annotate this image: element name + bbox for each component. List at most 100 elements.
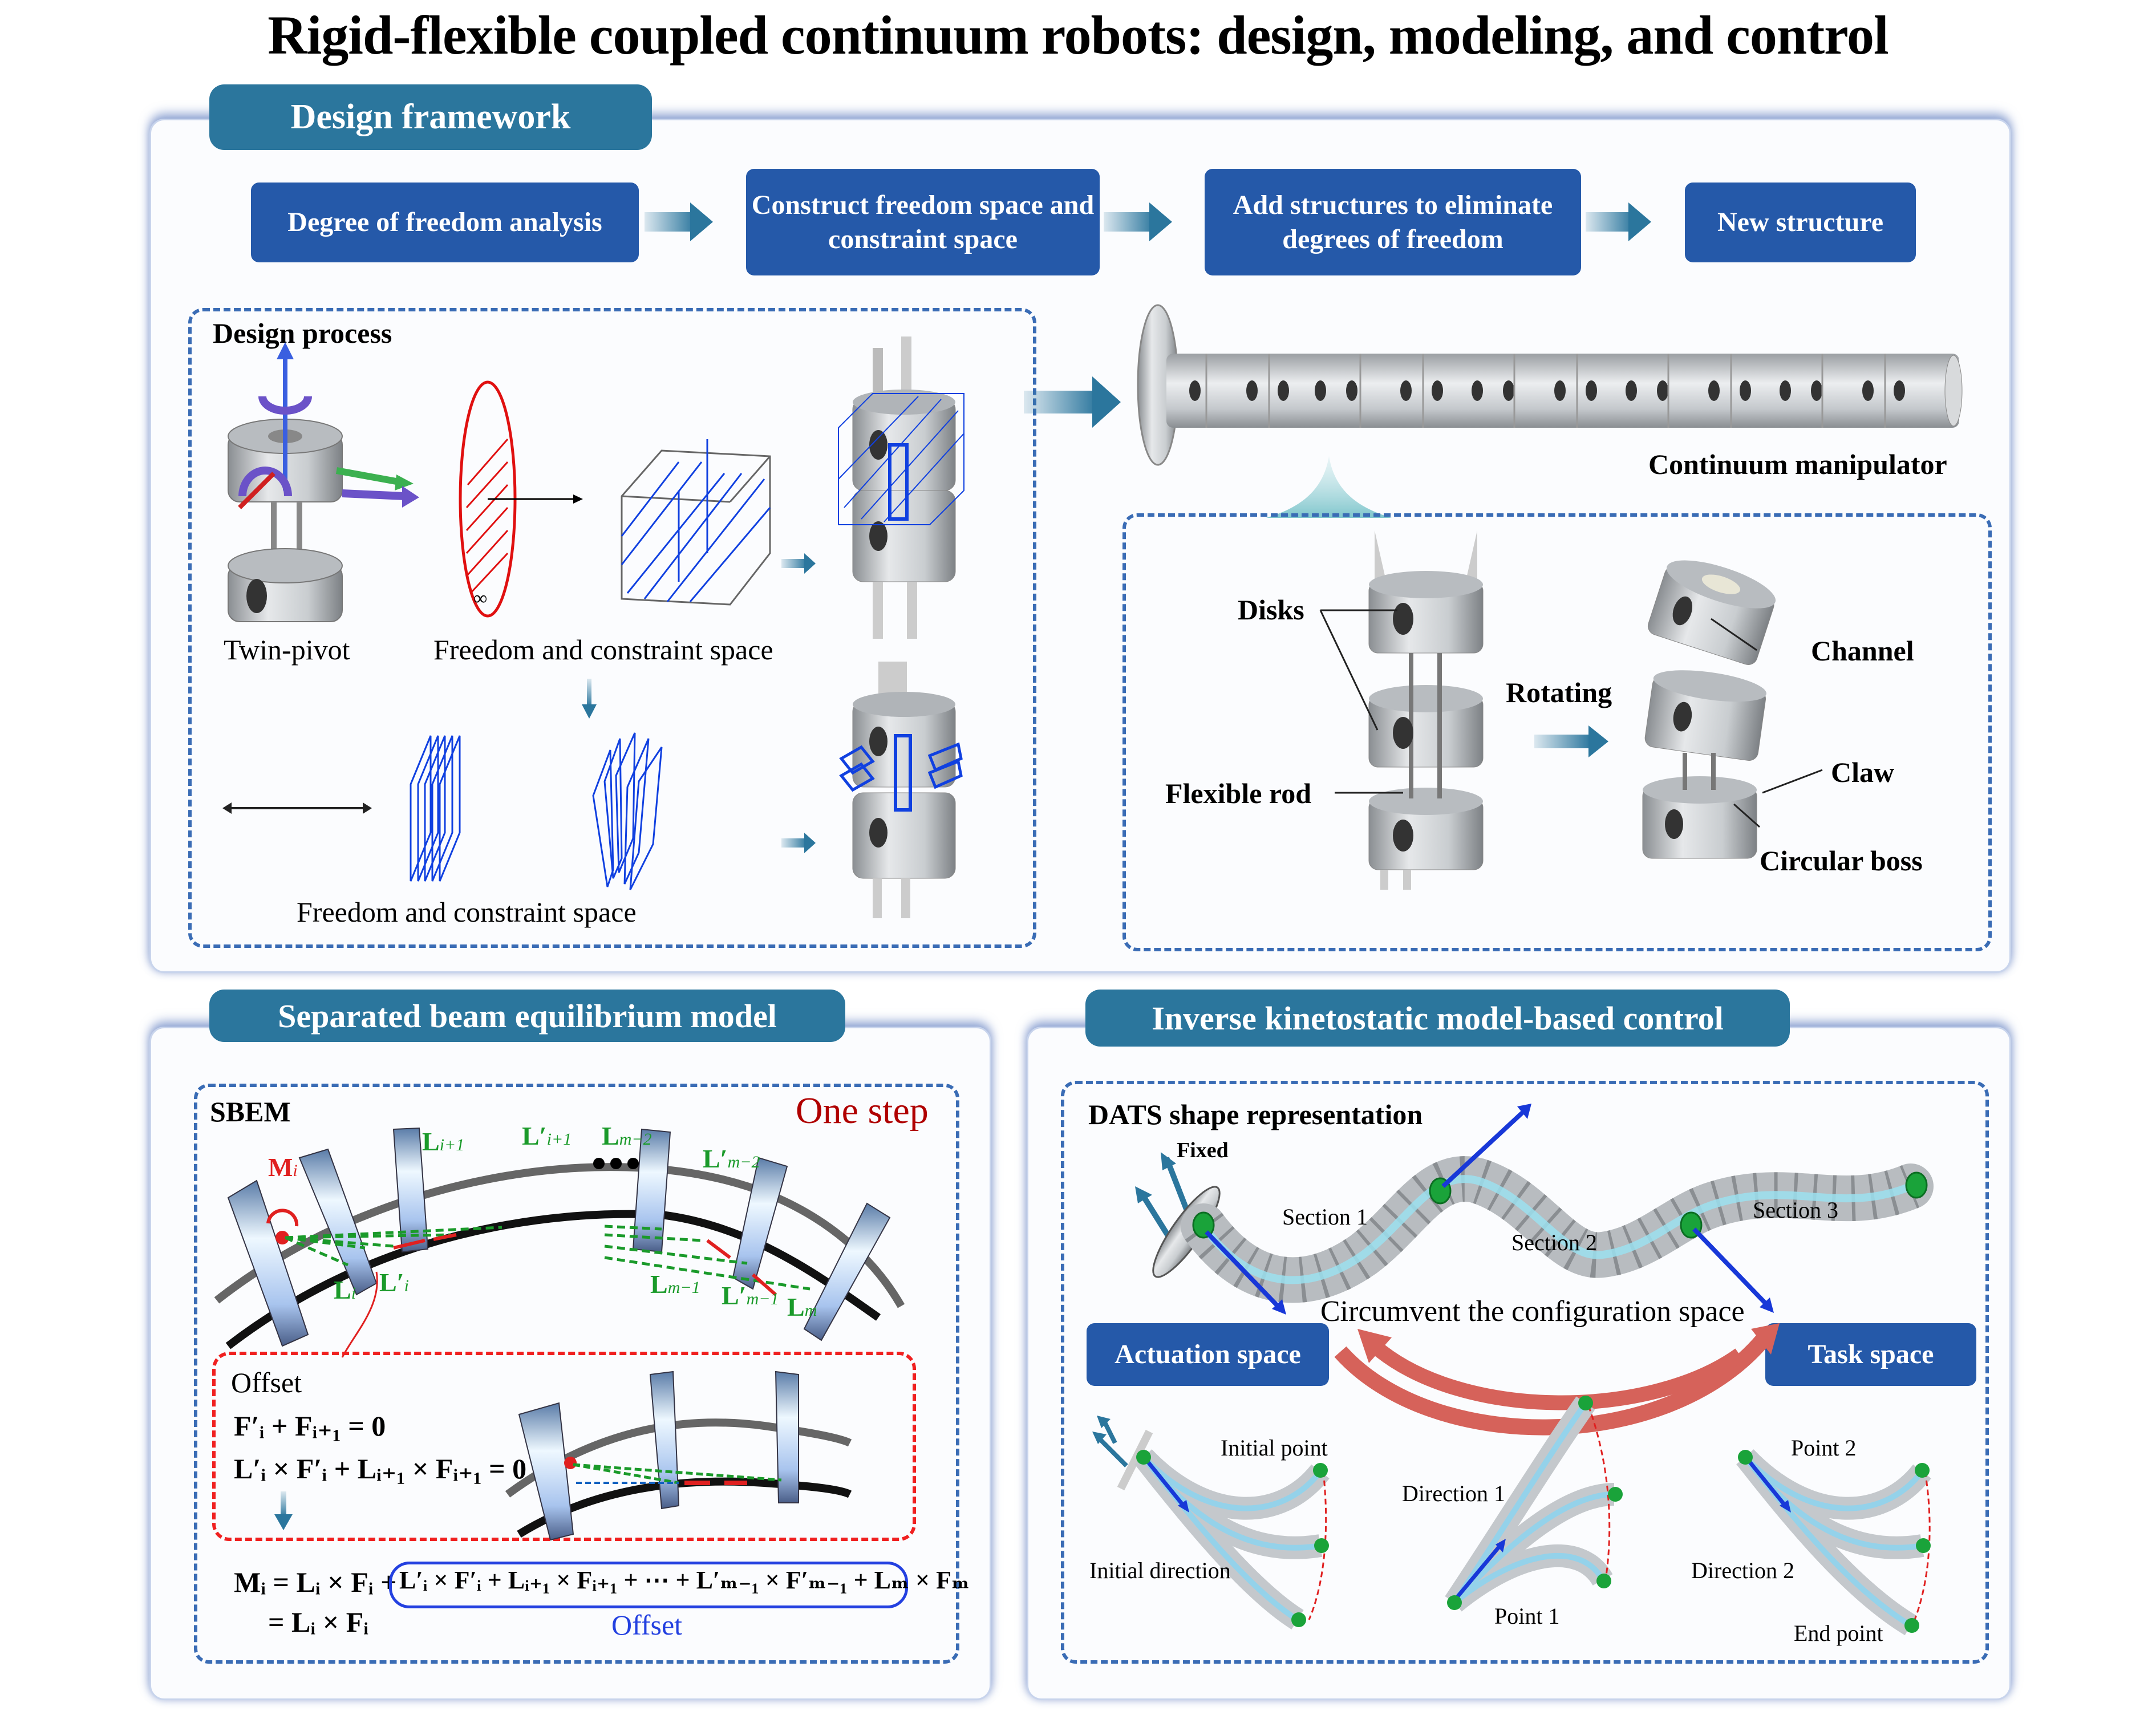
M-i-symbol: M (268, 1153, 293, 1182)
Lp-m2-subscript: m−2 (727, 1153, 760, 1171)
label-Lp-i: L′i (379, 1267, 409, 1298)
offset-box (212, 1352, 916, 1541)
L-i1-subscript: i+1 (439, 1136, 465, 1154)
sbem-panel (149, 1027, 991, 1700)
label-Lp-m2: L′m−2 (703, 1144, 760, 1174)
detail-leader-lines (1319, 609, 1823, 828)
infinity-symbol: ∞ (473, 588, 487, 609)
sbem-beam-diagram (214, 1127, 905, 1358)
fcs-label-2: Freedom and constraint space (297, 896, 637, 928)
arrow-down-icon (274, 1491, 293, 1530)
offset-oval (389, 1562, 908, 1608)
twin-pivot-illustration (228, 342, 419, 622)
L-m1-subscript: m−1 (667, 1278, 700, 1297)
offset-oval-label: Offset (611, 1609, 683, 1641)
step-add-structures: Add structures to eliminate degrees of f… (1205, 169, 1581, 275)
label-L-i1: Li+1 (422, 1126, 464, 1157)
design-process-box (188, 308, 1036, 948)
fcs-label-1: Freedom and constraint space (433, 634, 773, 666)
rotating-label: Rotating (1506, 676, 1612, 708)
double-arrow-icon (227, 807, 367, 809)
moment-equation-left: Mᵢ = Lᵢ × Fᵢ + (234, 1566, 397, 1598)
actuation-task-arcs (1334, 1323, 1780, 1436)
design-process-heading: Design process (213, 317, 392, 349)
L-i-subscript: i (351, 1284, 356, 1303)
structure-detail-box (1122, 513, 1992, 951)
circumvent-label: Circumvent the configuration space (1320, 1295, 1745, 1328)
fixed-label: Fixed (1177, 1138, 1229, 1162)
section-1-label: Section 1 (1282, 1204, 1368, 1230)
actuation-space-box: Actuation space (1087, 1323, 1329, 1386)
step-new-structure: New structure (1685, 183, 1916, 262)
control-box (1061, 1081, 1989, 1664)
disks-label: Disks (1238, 594, 1304, 626)
double-arrow-heads (222, 802, 372, 814)
tangent-arrow (1692, 1227, 1770, 1308)
continuum-manipulator-illustration (1137, 304, 1963, 466)
label-L-m: Lm (787, 1292, 817, 1322)
control-tab: Inverse kinetostatic model-based control (1085, 990, 1790, 1047)
label-L-i: Li (334, 1275, 356, 1305)
arrow-right-icon (781, 833, 816, 853)
offset-beam-diagram (505, 1371, 852, 1541)
channel-label: Channel (1811, 635, 1914, 667)
label-L-m1: Lm−1 (650, 1269, 700, 1299)
dats-heading: DATS shape representation (1088, 1098, 1423, 1130)
label-M-i: Mi (268, 1152, 298, 1182)
module-with-constraints-1 (838, 336, 964, 639)
offset-equation-2: L′ᵢ × F′ᵢ + Lᵢ₊₁ × Fᵢ₊₁ = 0 (234, 1453, 527, 1485)
Lp-m2-symbol: L′ (703, 1144, 728, 1173)
initial-direction-label: Initial direction (1089, 1558, 1231, 1583)
arrow-right-icon (1586, 202, 1651, 241)
constraint-box-diagram (621, 439, 771, 606)
Lp-i-subscript: i (404, 1276, 409, 1295)
one-step-label: One step (796, 1090, 929, 1132)
design-process-arrows (781, 553, 816, 853)
sbem-heading: SBEM (210, 1096, 291, 1128)
freedom-ellipse-diagram: ∞ (459, 380, 583, 618)
L-m2-subscript: m−2 (619, 1130, 652, 1149)
straight-module-illustration (1368, 530, 1484, 890)
Lp-i1-symbol: L′ (522, 1121, 547, 1150)
step-dof-analysis: Degree of freedom analysis (251, 183, 639, 262)
offset-equation-1: F′ᵢ + Fᵢ₊₁ = 0 (234, 1410, 386, 1442)
node-dot (1905, 1171, 1928, 1199)
flexible-rod-label: Flexible rod (1165, 777, 1312, 809)
L-m1-symbol: L (650, 1270, 668, 1299)
twin-pivot-label: Twin-pivot (224, 634, 350, 666)
L-m2-symbol: L (602, 1121, 619, 1150)
initial-point-label: Initial point (1221, 1435, 1328, 1461)
rotated-planes-diagram (592, 732, 663, 890)
fixed-frame-arrows (1135, 1152, 1189, 1239)
Lp-i1-subscript: i+1 (546, 1130, 572, 1149)
dats-snake-illustration (1135, 1104, 1934, 1315)
section-3-label: Section 3 (1753, 1197, 1838, 1223)
L-i-symbol: L (334, 1275, 351, 1304)
design-framework-tab: Design framework (209, 84, 652, 150)
Lp-i-symbol: L′ (379, 1268, 404, 1297)
section-2-label: Section 2 (1511, 1230, 1597, 1255)
arrow-right-icon (1104, 202, 1172, 241)
Lp-m1-subscript: m−1 (746, 1290, 779, 1308)
step-construct-spaces: Construct freedom space and constraint s… (746, 169, 1100, 275)
rotating-arrow-icon (1534, 725, 1608, 757)
L-m-subscript: m (804, 1301, 817, 1320)
end-point-label: End point (1794, 1620, 1883, 1646)
Lp-m1-symbol: L′ (722, 1281, 747, 1310)
moment-equation-result: = Lᵢ × Fᵢ (268, 1606, 369, 1638)
step-arrows (645, 202, 1651, 241)
arrow-right-icon (645, 202, 713, 241)
trajectory-illustration-1 (1092, 1416, 1330, 1629)
circular-boss-label: Circular boss (1760, 845, 1923, 877)
label-L-m2: Lm−2 (602, 1121, 652, 1151)
tangent-arrow (1441, 1110, 1525, 1188)
label-Lp-i1: L′i+1 (522, 1121, 572, 1151)
zoom-cone (1266, 456, 1392, 518)
tangent-arrow (1205, 1230, 1282, 1311)
point-1-label: Point 1 (1494, 1603, 1560, 1629)
figure-title: Rigid-flexible coupled continuum robots:… (268, 5, 1888, 66)
arrow-right-icon (1024, 376, 1121, 428)
label-Lp-m1: L′m−1 (722, 1280, 779, 1311)
L-i1-symbol: L (422, 1127, 440, 1156)
task-space-box: Task space (1765, 1323, 1976, 1386)
